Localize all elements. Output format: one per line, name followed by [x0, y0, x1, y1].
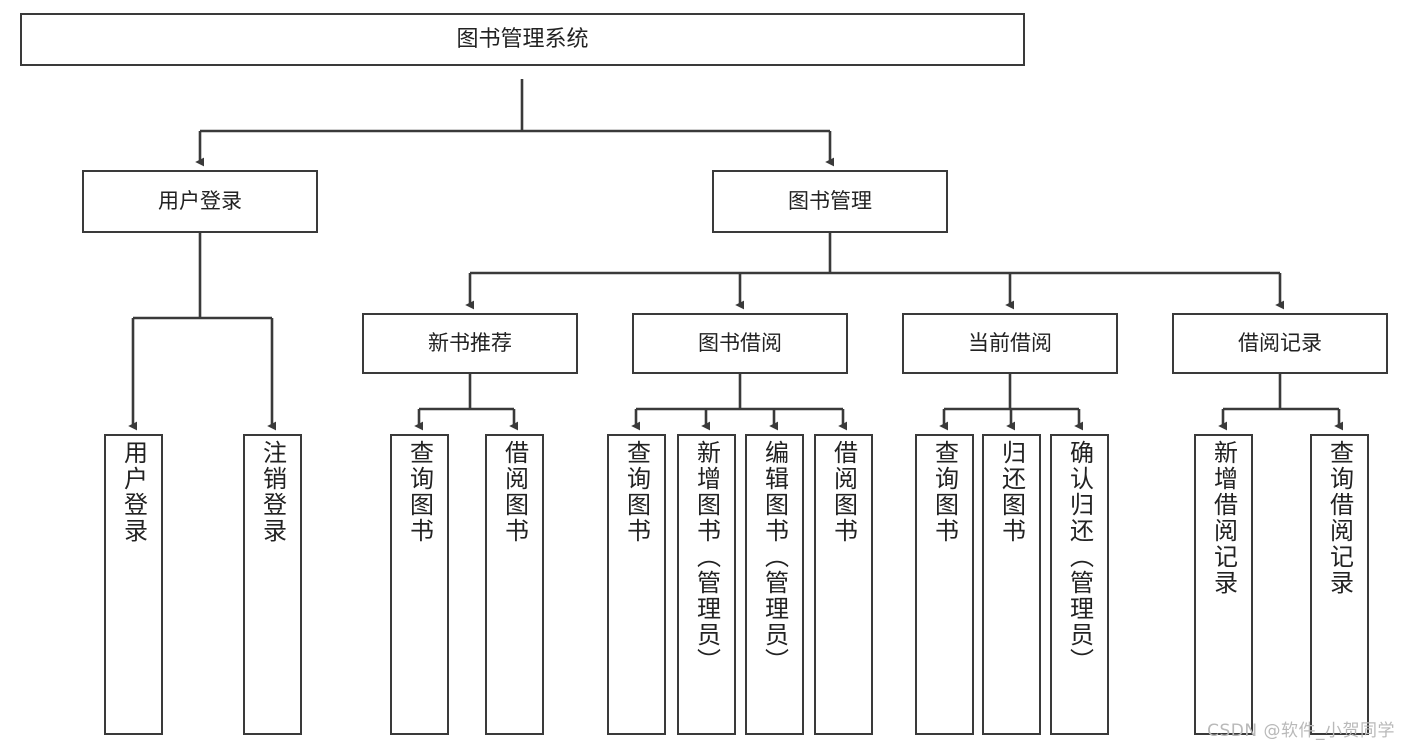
node-label: 编辑图书（管理员）: [760, 440, 789, 674]
leaf-borrow-add-book-admin[interactable]: 新增图书（管理员）: [677, 434, 736, 735]
node-label: 图书管理: [788, 189, 872, 214]
leaf-current-query-book[interactable]: 查询图书: [915, 434, 974, 735]
node-label: 确认归还（管理员）: [1065, 440, 1094, 674]
node-label: 归还图书: [997, 440, 1026, 544]
node-label: 借阅图书: [500, 440, 529, 544]
leaf-recommend-query-book[interactable]: 查询图书: [390, 434, 449, 735]
node-current-borrow[interactable]: 当前借阅: [902, 313, 1118, 374]
node-label: 查询图书: [930, 440, 959, 544]
node-label: 图书管理系统: [456, 26, 589, 52]
leaf-record-add-record[interactable]: 新增借阅记录: [1194, 434, 1253, 735]
node-label: 借阅记录: [1238, 331, 1322, 356]
node-new-book-recommend[interactable]: 新书推荐: [362, 313, 578, 374]
leaf-borrow-borrow-book[interactable]: 借阅图书: [814, 434, 873, 735]
node-label: 查询图书: [622, 440, 651, 544]
leaf-borrow-edit-book-admin[interactable]: 编辑图书（管理员）: [745, 434, 804, 735]
node-label: 当前借阅: [968, 331, 1052, 356]
node-label: 查询图书: [405, 440, 434, 544]
csdn-watermark: CSDN @软件_小贺同学: [1207, 721, 1395, 741]
leaf-current-confirm-return-admin[interactable]: 确认归还（管理员）: [1050, 434, 1109, 735]
node-book-borrow[interactable]: 图书借阅: [632, 313, 848, 374]
leaf-user-login-login[interactable]: 用户登录: [104, 434, 163, 735]
node-label: 用户登录: [119, 440, 148, 544]
node-label: 用户登录: [158, 189, 242, 214]
node-label: 新增图书（管理员）: [692, 440, 721, 674]
leaf-borrow-query-book[interactable]: 查询图书: [607, 434, 666, 735]
node-book-management[interactable]: 图书管理: [712, 170, 948, 233]
leaf-recommend-borrow-book[interactable]: 借阅图书: [485, 434, 544, 735]
leaf-record-query-record[interactable]: 查询借阅记录: [1310, 434, 1369, 735]
node-label: 借阅图书: [829, 440, 858, 544]
node-user-login[interactable]: 用户登录: [82, 170, 318, 233]
leaf-user-login-logout[interactable]: 注销登录: [243, 434, 302, 735]
node-root-system[interactable]: 图书管理系统: [20, 13, 1025, 66]
node-label: 新增借阅记录: [1209, 440, 1238, 596]
node-label: 注销登录: [258, 440, 287, 544]
node-label: 图书借阅: [698, 331, 782, 356]
node-label: 新书推荐: [428, 331, 512, 356]
node-label: 查询借阅记录: [1325, 440, 1354, 596]
leaf-current-return-book[interactable]: 归还图书: [982, 434, 1041, 735]
node-borrow-record[interactable]: 借阅记录: [1172, 313, 1388, 374]
